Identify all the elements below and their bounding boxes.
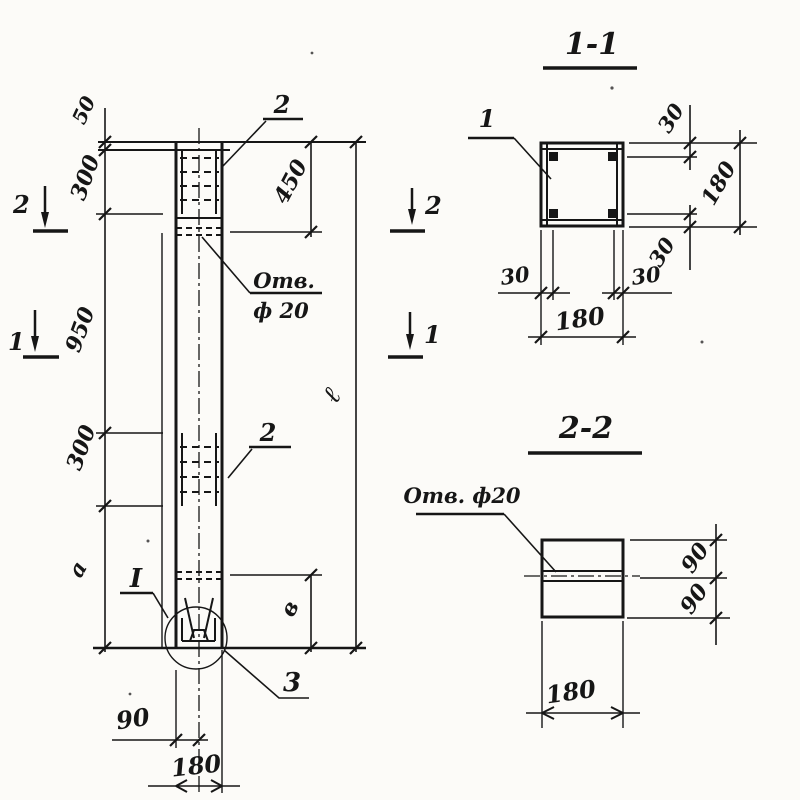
- dim-30-bottom-right-label: 30: [630, 261, 663, 290]
- detail-mark-label: I: [129, 564, 143, 594]
- rebar-dot: [549, 152, 558, 161]
- dim-90-bottom: 90: [112, 650, 223, 793]
- hole-label: Отв. ф20: [403, 483, 520, 508]
- section-2-2-dims-right: 90 90: [627, 524, 730, 645]
- dim-length-label: ℓ: [317, 382, 348, 408]
- stirrup-zone-top: [180, 150, 219, 214]
- dim-180-label: 180: [170, 748, 223, 782]
- leader-3-label: 3: [283, 668, 301, 698]
- cut-arrow-down-icon: [406, 334, 414, 350]
- dim-length: ℓ: [317, 135, 363, 655]
- dim-30-top-label: 30: [652, 99, 689, 137]
- dim-450: 450: [230, 135, 322, 239]
- section-1-1-dims-bottom: 30 30 180: [498, 230, 672, 345]
- section-2-2: 2-2 Отв. ф20 90 90: [403, 411, 730, 728]
- leader-bars-mid: 2: [227, 418, 291, 479]
- cut-mark-2-left: 2: [12, 186, 68, 233]
- leader-bars-top: 2: [222, 90, 303, 167]
- section-2-2-hole-leader: Отв. ф20: [403, 483, 557, 573]
- cut-mark-1-left: 1: [8, 310, 59, 359]
- cut-arrow-down-icon: [31, 336, 39, 352]
- section-1-1-leader-1: 1: [468, 104, 552, 180]
- section-1-1-title: 1-1: [565, 27, 619, 62]
- cut-arrow-down-icon: [408, 209, 416, 225]
- dim-v-label: в: [275, 596, 305, 621]
- section-1-1: 1-1 1 30: [468, 27, 757, 345]
- dim-300-top: 300: [65, 151, 105, 204]
- dim-90-upper-label: 90: [676, 537, 715, 578]
- dim-90-label: 90: [114, 702, 151, 735]
- dim-950: 950: [60, 303, 100, 356]
- elevation-view: 50 300 950 300 а 2 1 2: [8, 90, 442, 793]
- dim-180-bottom-label: 180: [544, 674, 598, 710]
- section-2-2-cross-section: [524, 538, 640, 619]
- cut-2-label: 2: [12, 190, 30, 219]
- hole-label-line1: Отв.: [253, 268, 315, 293]
- stirrup-zone-mid: [180, 433, 219, 506]
- rebar-dot: [549, 209, 558, 218]
- cut-1-label: 1: [8, 327, 25, 356]
- leader-shoe: 3: [223, 649, 309, 699]
- cut-1-label: 1: [424, 320, 441, 349]
- bar-1-label: 1: [479, 104, 496, 133]
- rebar-dot: [608, 209, 617, 218]
- column-tip-detail: [164, 597, 228, 670]
- dim-180-bottom-label: 180: [553, 301, 607, 337]
- cut-2-label: 2: [424, 191, 442, 220]
- rebar-dot: [608, 152, 617, 161]
- cut-mark-1-right: 1: [388, 312, 441, 359]
- hole-label-line2: ф 20: [253, 298, 309, 323]
- cut-arrow-down-icon: [41, 212, 49, 228]
- section-1-1-cross-section: [539, 141, 625, 228]
- leader-2-mid-label: 2: [259, 418, 277, 447]
- section-2-2-dim-bottom: 180: [526, 621, 640, 728]
- hole-upper: [176, 217, 222, 236]
- dim-180-bottom: 180: [148, 748, 240, 793]
- detail-mark: I: [120, 564, 169, 619]
- dim-300-bottom: 300: [61, 421, 101, 474]
- dim-90-lower-label: 90: [675, 578, 714, 619]
- section-2-2-title: 2-2: [558, 411, 613, 446]
- dim-180-right-label: 180: [696, 157, 742, 210]
- dim-a: а: [63, 557, 93, 582]
- dim-v: в: [230, 568, 322, 655]
- dim-450-label: 450: [269, 155, 314, 208]
- dim-30-bottom-left-label: 30: [499, 261, 532, 290]
- leader-hole: Отв. ф 20: [201, 236, 322, 323]
- hole-lower: [176, 571, 222, 580]
- cut-mark-2-right: 2: [390, 188, 442, 233]
- leader-2-top-label: 2: [273, 90, 291, 119]
- dim-chain-left: 50 300 950 300 а: [60, 92, 163, 655]
- section-1-1-dims-right: 30 180 30: [627, 99, 757, 271]
- scan-specks: [128, 51, 704, 696]
- column-outline: [93, 128, 366, 793]
- detail-circle: [164, 606, 228, 670]
- dim-50: 50: [67, 92, 101, 127]
